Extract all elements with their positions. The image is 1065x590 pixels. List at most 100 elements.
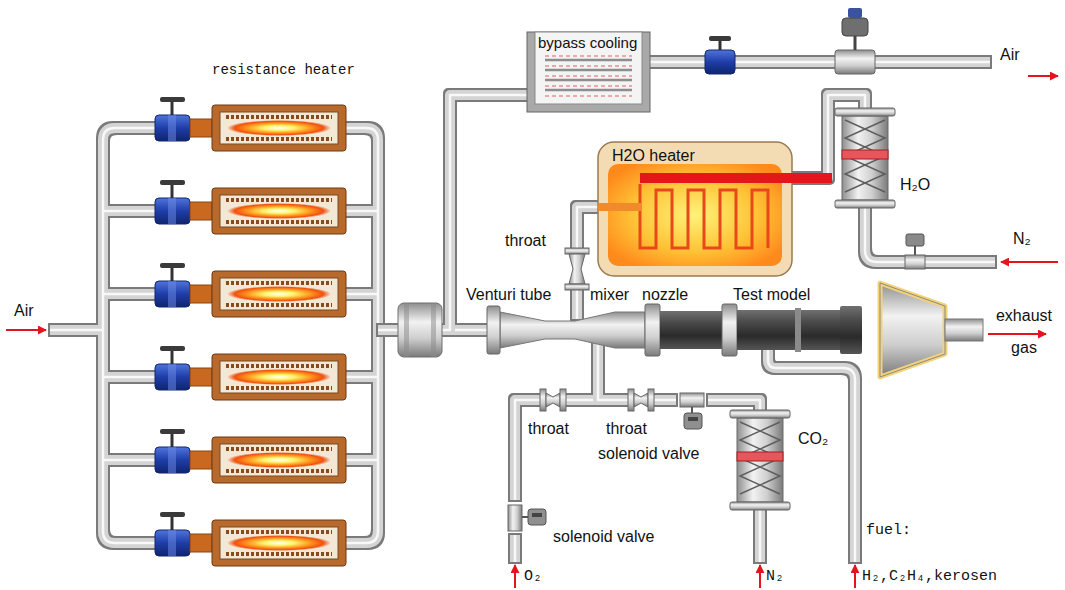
pipe-connector (515, 400, 540, 500)
inlet-label: Air (14, 302, 34, 320)
mixer-section: mixer (568, 319, 645, 341)
pipe-connector (708, 400, 760, 410)
heater-row (155, 263, 346, 317)
exhaust-diffuser (880, 283, 983, 377)
nozzle-section (660, 311, 722, 349)
cooling-tank (545, 96, 632, 97)
throat-fitting (540, 389, 566, 411)
pipe-connector (598, 341, 628, 400)
cooling-tank (545, 69, 632, 72)
component-label: solenoid valve (553, 528, 654, 546)
label-anchor: O₂ (524, 566, 542, 585)
hand-valve (705, 36, 735, 74)
label-anchor: Air (1000, 46, 1020, 64)
nozzle-section (660, 304, 737, 356)
water-heater-tank (640, 184, 768, 248)
water-vessel: H₂O (835, 108, 895, 208)
rig-parts (6, 8, 1058, 588)
pipe-network (50, 62, 995, 562)
heater-row (155, 429, 346, 483)
solenoid-valve: solenoid valve (676, 388, 708, 432)
pipe-connector (515, 400, 540, 500)
label-anchor: fuel: (866, 520, 911, 539)
solenoid-valve (684, 413, 702, 429)
water-vessel (835, 108, 895, 208)
gas-label: O₂ (524, 568, 542, 585)
cooling-tank (545, 66, 632, 67)
control-valve (854, 36, 857, 50)
pipe-network (50, 62, 995, 562)
label-anchor: H₂,C₂H₄,kerosen (862, 566, 997, 585)
gas-label: N₂ (766, 568, 784, 585)
heater-row (155, 97, 346, 566)
pipe-connector (654, 395, 676, 405)
cooling-tank (545, 59, 632, 62)
flow-arrow (759, 565, 761, 588)
venturi-tube: Venturi tube (488, 306, 568, 354)
component-label: CO₂ (798, 430, 828, 448)
label-anchor: N₂ (1013, 230, 1031, 248)
cooling-tank (545, 76, 632, 77)
component-label: nozzle (642, 286, 688, 304)
plenum (398, 303, 442, 357)
venturi-tube (487, 304, 660, 356)
solenoid-valve (691, 407, 693, 413)
throat-fitting (569, 254, 585, 284)
water-heater: H2O heater (598, 142, 792, 276)
component-label: mixer (590, 286, 629, 304)
throat-fitting: throat (540, 388, 566, 412)
test-model (840, 306, 862, 354)
pipe-connector (577, 207, 598, 248)
pipe-connector (654, 400, 676, 401)
flow-arrow (988, 333, 1046, 335)
pipe-connector (378, 95, 527, 330)
pipe-connector (598, 341, 628, 400)
control-valve (835, 50, 875, 74)
flow-arrow (854, 565, 856, 588)
plenum (431, 303, 436, 357)
component-label: Test model (733, 286, 810, 304)
hand-valve (719, 40, 722, 50)
nozzle-section (722, 304, 737, 356)
pipe-connector (708, 400, 760, 410)
pipe-connector (515, 400, 540, 500)
venturi-tube (500, 312, 645, 348)
hand-valve (709, 36, 731, 41)
throat-fitting: throat (565, 248, 589, 290)
pipe-connector (577, 207, 598, 248)
component-label: H₂O (900, 176, 930, 194)
throat-fitting (565, 248, 589, 290)
pipe-connector (577, 207, 598, 248)
component-label: Venturi tube (466, 286, 551, 304)
solenoid-valve (680, 393, 704, 429)
pipe-connector (378, 95, 527, 330)
pipe-connector (654, 399, 676, 402)
solenoid-valve (522, 516, 528, 518)
pipe-connector (572, 290, 582, 319)
test-model (737, 306, 862, 354)
solenoid-valve (508, 505, 522, 531)
water-heater-tank (598, 142, 792, 276)
venturi-tube (487, 306, 500, 354)
component-label: throat (528, 420, 569, 438)
pipe-connector (577, 290, 578, 319)
hand-valve (705, 50, 735, 74)
venturi-tube (645, 304, 660, 356)
control-valve (835, 8, 875, 74)
control-valve (905, 255, 925, 269)
exhaust-diffuser: exhaust gas (880, 283, 983, 377)
throat-fitting (540, 389, 654, 411)
pipe-connector (576, 290, 579, 319)
component-label: bypass cooling (538, 34, 637, 51)
fuel-label: fuel: (866, 522, 911, 539)
throat-fitting (565, 248, 589, 254)
pipe-connector (598, 341, 628, 400)
control-valve (842, 18, 868, 36)
water-heater-tank (640, 173, 832, 183)
heater-row (155, 346, 346, 400)
component-label: resistance heater (212, 62, 355, 78)
flow-arrow (1001, 261, 1058, 263)
